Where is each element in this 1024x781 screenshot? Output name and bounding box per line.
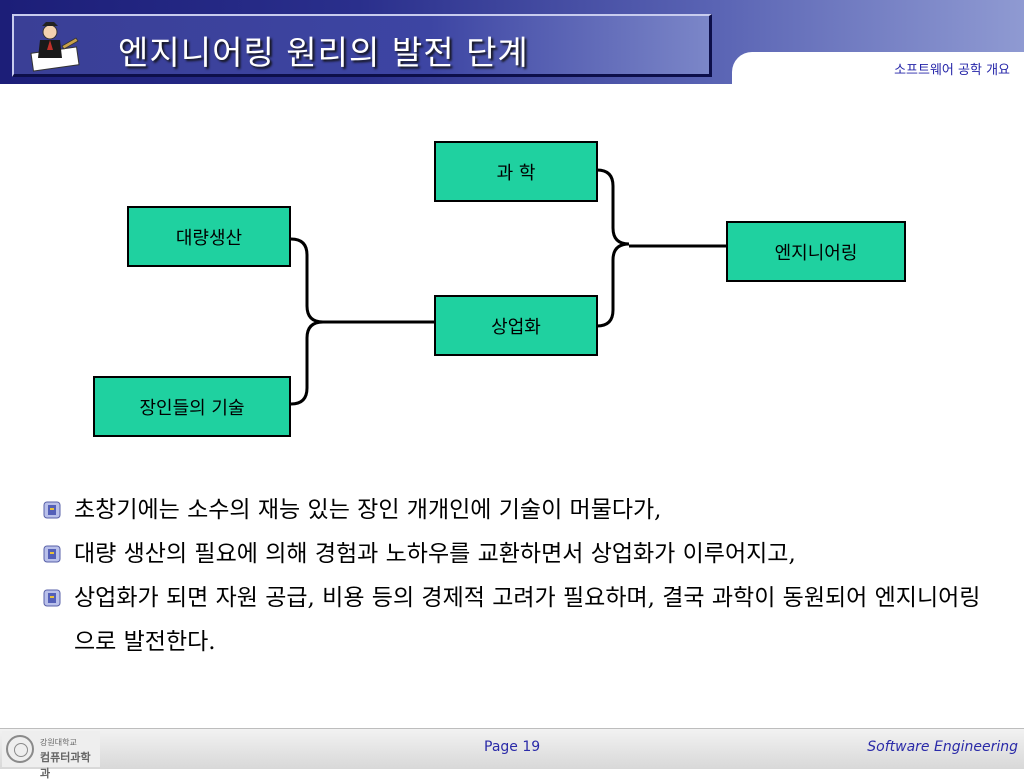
bullet-item: 초창기에는 소수의 재능 있는 장인 개개인에 기술이 머물다가, — [42, 488, 982, 532]
engineering-evolution-diagram: 과 학 대량생산 상업화 엔지니어링 장인들의 기술 — [93, 141, 906, 437]
bullet-item: 대량 생산의 필요에 의해 경험과 노하우를 교환하면서 상업화가 이루어지고, — [42, 532, 982, 576]
node-engineering: 엔지니어링 — [726, 221, 906, 282]
page-title: 엔지니어링 원리의 발전 단계 — [118, 33, 529, 72]
course-subtitle: 소프트웨어 공학 개요 — [894, 63, 1010, 78]
university-seal-icon — [6, 735, 34, 763]
bullet-text: 대량 생산의 필요에 의해 경험과 노하우를 교환하면서 상업화가 이루어지고, — [74, 541, 796, 567]
department-name: 컴퓨터과학과 — [40, 751, 91, 780]
bullet-icon — [43, 501, 61, 519]
connector-mass-production — [290, 237, 324, 324]
connector-craftsman-skill — [290, 320, 324, 406]
header-bar: 엔지니어링 원리의 발전 단계 소프트웨어 공학 개요 — [0, 0, 1024, 86]
scholar-writing-icon — [30, 22, 80, 72]
bullet-icon — [43, 589, 61, 607]
node-mass-production: 대량생산 — [127, 206, 291, 267]
page-number: Page 19 — [484, 739, 541, 755]
footer-bar: 강원대학교 컴퓨터과학과 Page 19 Software Engineerin… — [0, 728, 1024, 780]
bullet-text: 초창기에는 소수의 재능 있는 장인 개개인에 기술이 머물다가, — [74, 497, 662, 523]
node-craftsman-skill: 장인들의 기술 — [93, 376, 291, 437]
course-name: Software Engineering — [867, 739, 1018, 755]
university-name: 강원대학교 — [40, 738, 77, 747]
bullet-icon — [43, 545, 61, 563]
bullet-item: 상업화가 되면 자원 공급, 비용 등의 경제적 고려가 필요하며, 결국 과학… — [42, 576, 982, 664]
bullet-text: 상업화가 되면 자원 공급, 비용 등의 경제적 고려가 필요하며, 결국 과학… — [74, 585, 981, 655]
node-commercialization: 상업화 — [434, 295, 598, 356]
title-panel: 엔지니어링 원리의 발전 단계 — [12, 14, 712, 77]
university-logo: 강원대학교 컴퓨터과학과 — [2, 731, 100, 780]
bullet-list: 초창기에는 소수의 재능 있는 장인 개개인에 기술이 머물다가, 대량 생산의… — [42, 488, 982, 664]
connector-science — [596, 168, 630, 246]
subtitle-tab — [732, 52, 1024, 86]
node-science: 과 학 — [434, 141, 598, 202]
connector-commercialization — [596, 242, 630, 328]
connector-lines — [290, 168, 726, 406]
